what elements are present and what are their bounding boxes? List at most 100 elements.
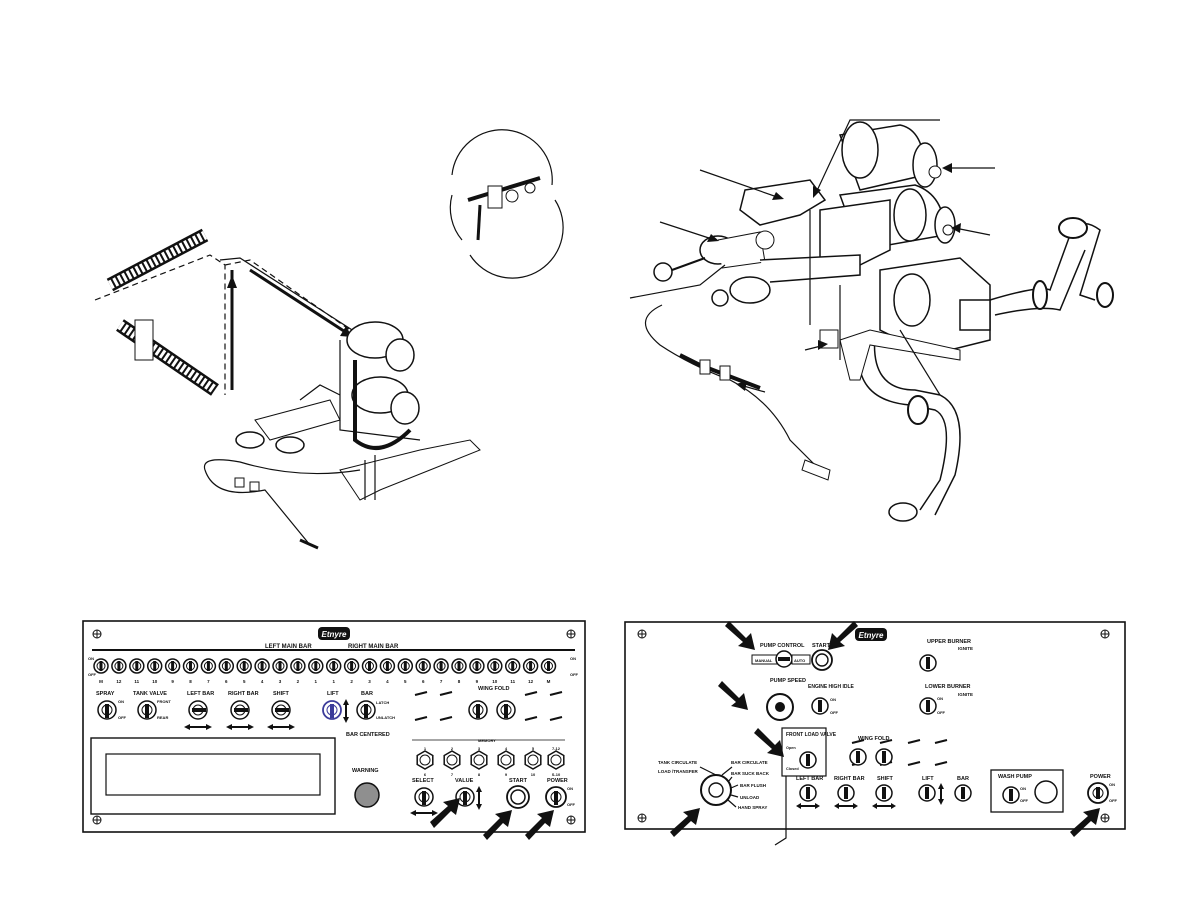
- nozzle-toggle[interactable]: [290, 658, 306, 674]
- nozzle-toggle[interactable]: [433, 658, 449, 674]
- nozzle-toggle[interactable]: [469, 658, 485, 674]
- left-bar-label: LEFT BAR: [187, 691, 214, 697]
- inset-detail-circle: [449, 129, 564, 279]
- power-toggle[interactable]: [545, 786, 567, 808]
- valve-position-selector[interactable]: [700, 774, 732, 806]
- wing-indicator-icon: [524, 691, 538, 696]
- screw-icon: [637, 629, 1110, 823]
- wing-indicator-icon: [907, 761, 921, 766]
- lift-toggle[interactable]: [322, 700, 342, 720]
- front-load-valve-toggle[interactable]: [799, 751, 817, 769]
- memory-button[interactable]: [524, 750, 542, 770]
- value-toggle[interactable]: [455, 787, 475, 807]
- hand-spray-label: HAND SPRAY: [738, 805, 767, 810]
- nozzle-number-label: 12: [528, 679, 534, 684]
- nozzle-toggle[interactable]: [111, 658, 127, 674]
- shift-toggle[interactable]: [271, 700, 291, 720]
- bar-toggle[interactable]: [954, 784, 972, 802]
- power-toggle[interactable]: [1087, 782, 1109, 804]
- wing-indicator-icon: [549, 716, 563, 721]
- tank-valve-toggle[interactable]: [137, 700, 157, 720]
- nozzle-toggle[interactable]: [164, 658, 181, 674]
- memory-button[interactable]: [416, 750, 434, 770]
- engine-high-idle-toggle[interactable]: [811, 697, 829, 715]
- left-bar-toggle[interactable]: [188, 700, 208, 720]
- nozzle-toggle[interactable]: [540, 658, 557, 674]
- nozzle-toggle[interactable]: [522, 658, 539, 674]
- nozzle-toggle[interactable]: [487, 658, 503, 674]
- nozzle-toggle[interactable]: [200, 658, 217, 674]
- nozzle-toggle[interactable]: [343, 658, 360, 674]
- on-label: ON: [1109, 782, 1115, 787]
- select-label: SELECT: [412, 778, 434, 784]
- upper-burner-toggle[interactable]: [919, 654, 937, 672]
- nozzle-toggle[interactable]: [182, 658, 199, 674]
- right-bar-label: RIGHT BAR: [228, 691, 259, 697]
- memory-button[interactable]: [497, 750, 515, 770]
- nozzle-toggle[interactable]: [146, 658, 163, 674]
- start-button[interactable]: [811, 649, 833, 671]
- pointer-arrow-icon: [670, 621, 1100, 837]
- right-control-panel: Etnyre PUMP CONTROL MANUAL AUTO START UP…: [624, 621, 1126, 846]
- wing-indicator-icon: [934, 739, 948, 744]
- left-bar-toggle[interactable]: [799, 784, 817, 802]
- memory-number-label: 7: [451, 772, 454, 777]
- memory-button[interactable]: [443, 750, 461, 770]
- nozzle-toggle[interactable]: [272, 658, 288, 674]
- nozzle-toggle[interactable]: [236, 658, 252, 674]
- nozzle-toggle[interactable]: [397, 658, 414, 674]
- unlatch-label: UNLATCH: [376, 715, 395, 720]
- nozzle-number-label: 8: [189, 679, 192, 684]
- arrow-up-icon: [343, 699, 349, 705]
- auto-label: AUTO: [794, 658, 805, 663]
- memory-button[interactable]: [470, 750, 488, 770]
- nozzle-toggle[interactable]: [451, 658, 467, 674]
- power-label: POWER: [1090, 774, 1111, 780]
- on-label: ON: [937, 696, 943, 701]
- memory-button[interactable]: [547, 750, 565, 770]
- nozzle-number-label: 1: [332, 679, 335, 684]
- wash-pump-button[interactable]: [1034, 780, 1058, 804]
- right-bar-toggle[interactable]: [837, 784, 855, 802]
- wing-fold-right-toggle[interactable]: [875, 748, 893, 766]
- shift-label: SHIFT: [877, 776, 894, 782]
- right-plumbing-illustration: [629, 119, 1114, 522]
- off-label: OFF: [567, 802, 576, 807]
- wash-pump-toggle[interactable]: [1002, 786, 1020, 804]
- front-load-valve-box: [781, 727, 827, 777]
- on-label: ON: [118, 699, 124, 704]
- spray-toggle[interactable]: [97, 700, 117, 720]
- select-toggle[interactable]: [414, 787, 434, 807]
- nozzle-toggle[interactable]: [379, 658, 396, 674]
- wing-indicator-icon: [414, 691, 428, 696]
- nozzle-toggle[interactable]: [361, 658, 378, 674]
- on-label: ON: [1020, 786, 1026, 791]
- nozzle-toggle[interactable]: [93, 658, 109, 674]
- nozzle-toggle[interactable]: [415, 658, 431, 674]
- memory-number-label: 9: [505, 772, 508, 777]
- nozzle-number-label: 7: [207, 679, 210, 684]
- nozzle-toggle[interactable]: [308, 658, 324, 674]
- nozzle-toggle[interactable]: [218, 658, 235, 674]
- ignite-label: IGNITE: [958, 692, 973, 697]
- pump-control-toggle[interactable]: [775, 650, 793, 668]
- bar-latch-toggle[interactable]: [356, 700, 376, 720]
- spray-label: SPRAY: [96, 691, 115, 697]
- wing-fold-left-toggle[interactable]: [468, 700, 488, 720]
- nozzle-toggle[interactable]: [504, 658, 521, 674]
- start-button[interactable]: [506, 785, 530, 809]
- shift-toggle[interactable]: [875, 784, 893, 802]
- arrow-down-icon: [343, 717, 349, 723]
- lower-burner-toggle[interactable]: [919, 697, 937, 715]
- pump-speed-knob[interactable]: [766, 693, 794, 721]
- latch-label: LATCH: [376, 700, 389, 705]
- nozzle-toggle[interactable]: [254, 658, 270, 674]
- nozzle-toggle[interactable]: [325, 658, 342, 674]
- wing-fold-right-toggle[interactable]: [496, 700, 516, 720]
- wing-fold-left-toggle[interactable]: [849, 748, 867, 766]
- right-bar-toggle[interactable]: [230, 700, 250, 720]
- nozzle-toggle[interactable]: [129, 658, 145, 674]
- lift-toggle[interactable]: [918, 784, 936, 802]
- wing-fold-indicators: [414, 691, 563, 721]
